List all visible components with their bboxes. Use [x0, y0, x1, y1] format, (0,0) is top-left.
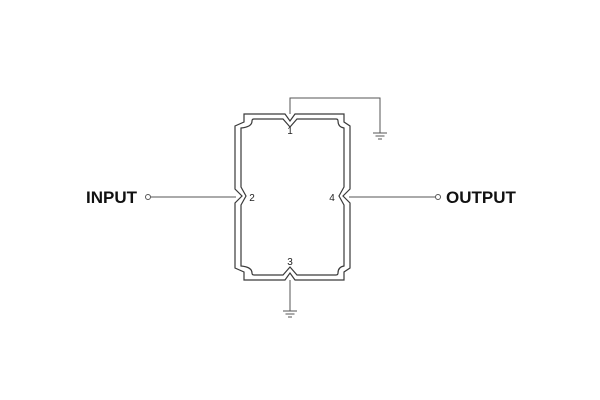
pin-3-label: 3	[287, 257, 293, 268]
input-label: INPUT	[86, 188, 138, 207]
component-outer-outline	[234, 113, 351, 281]
pin-1-label: 1	[287, 126, 293, 137]
pin-2-label: 2	[249, 193, 255, 204]
component-inner-outline	[240, 118, 345, 276]
output-terminal	[435, 194, 441, 200]
ground-icon	[283, 310, 297, 318]
pin1-ground-wire	[289, 97, 381, 133]
ground-icon	[373, 132, 387, 140]
output-label: OUTPUT	[446, 188, 517, 207]
pin-4-label: 4	[329, 193, 335, 204]
input-terminal	[145, 194, 151, 200]
